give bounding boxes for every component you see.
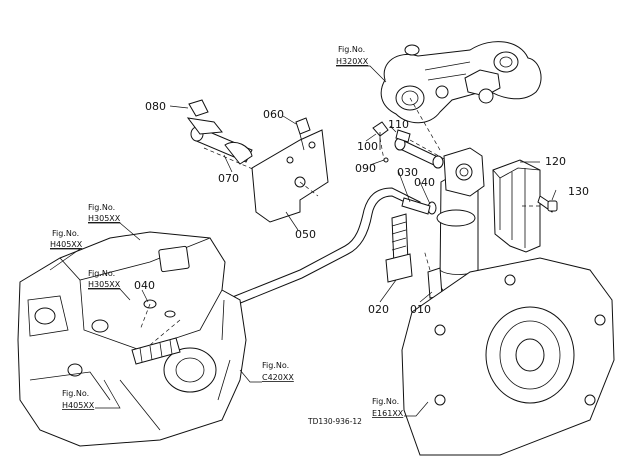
fig-ref-c420[interactable]: Fig.No. C420XX (239, 361, 294, 383)
label-130: 130 (568, 185, 589, 198)
fig-ref-e161-code: E161XX (372, 409, 404, 418)
label-030: 030 (397, 166, 418, 179)
label-090: 090 (355, 162, 376, 175)
pin-070 (186, 117, 253, 165)
fig-ref-h405a-label: Fig.No. (52, 229, 79, 238)
label-070: 070 (218, 172, 239, 185)
fig-ref-h320-label: Fig.No. (338, 45, 365, 54)
hose-fitting-020 (385, 213, 413, 283)
label-040-upper: 040 (414, 176, 435, 189)
fig-ref-h305-a[interactable]: Fig.No. H305XX (88, 203, 141, 241)
bolt-100 (372, 121, 389, 150)
lift-arm-assembly (380, 41, 542, 124)
bracket-120 (492, 159, 541, 253)
mounting-plate-050 (251, 129, 329, 223)
fig-ref-h405b-label: Fig.No. (62, 389, 89, 398)
label-100: 100 (357, 140, 378, 153)
fig-ref-h405b-code: H405XX (62, 401, 95, 410)
bolt-130 (537, 195, 558, 213)
label-120: 120 (545, 155, 566, 168)
label-060: 060 (263, 108, 284, 121)
fig-ref-h305b-label: Fig.No. (88, 269, 115, 278)
fig-ref-h305-b[interactable]: Fig.No. H305XX (88, 269, 131, 301)
pin-090 (383, 157, 389, 163)
lift-cylinder-010 (427, 147, 485, 299)
rear-axle-housing-right (401, 257, 615, 456)
fig-ref-h305b-code: H305XX (88, 280, 121, 289)
fig-ref-h320-code: H320XX (336, 57, 369, 66)
drawing-code: TD130-936-12 (307, 417, 362, 426)
label-050: 050 (295, 228, 316, 241)
label-040-lower: 040 (134, 279, 155, 292)
transmission-housing-left (17, 231, 247, 447)
fitting-on-housing (131, 337, 181, 365)
label-020: 020 (368, 303, 389, 316)
pin-110 (394, 129, 444, 169)
fig-ref-c420-code: C420XX (262, 373, 294, 382)
fig-ref-e161[interactable]: Fig.No. E161XX (372, 397, 429, 418)
fig-ref-h305a-code: H305XX (88, 214, 121, 223)
fig-ref-e161-label: Fig.No. (372, 397, 399, 406)
fig-ref-h405-b[interactable]: Fig.No. H405XX (62, 379, 121, 410)
bolt-080 (188, 99, 209, 117)
leader-lines (141, 105, 557, 303)
alignment-lines (139, 97, 540, 346)
figure-references: Fig.No. H320XX Fig.No. H305XX Fig.No. H4… (49, 45, 429, 418)
fig-ref-h405-a[interactable]: Fig.No. H405XX (49, 229, 83, 271)
label-080: 080 (145, 100, 166, 113)
label-010: 010 (410, 303, 431, 316)
nut-060 (295, 117, 311, 151)
fig-ref-h305a-label: Fig.No. (88, 203, 115, 212)
label-110: 110 (388, 118, 409, 131)
part-number-labels: 080 060 070 050 110 100 090 030 040 120 … (134, 100, 589, 316)
fig-ref-c420-label: Fig.No. (262, 361, 289, 370)
fig-ref-h320[interactable]: Fig.No. H320XX (336, 45, 387, 83)
fig-ref-h405a-code: H405XX (50, 240, 83, 249)
